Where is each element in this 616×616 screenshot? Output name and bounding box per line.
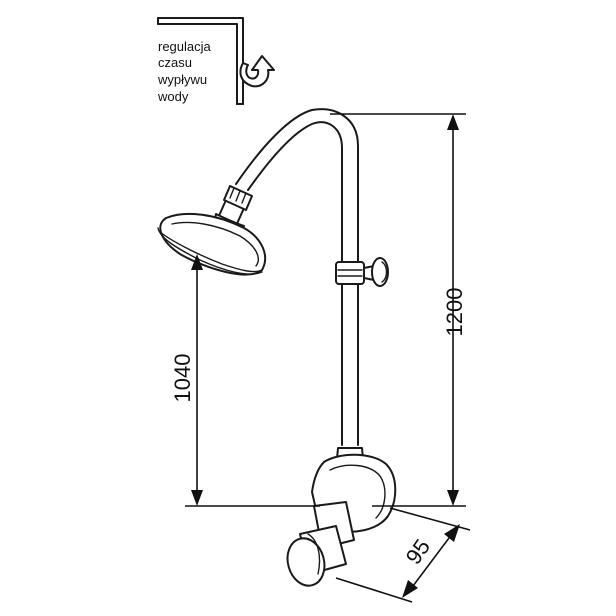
shower-head [157, 185, 267, 276]
caption-line-4: wody [157, 89, 189, 104]
rotate-arrow-icon [239, 55, 275, 88]
valve-body [286, 447, 397, 587]
caption-line-2: czasu [158, 55, 192, 70]
riser-pipe [341, 284, 359, 446]
caption: regulacja czasu wypływu wody [157, 39, 212, 104]
wall-bracket [335, 257, 389, 287]
caption-line-1: regulacja [158, 39, 212, 54]
dimension-head-height-label: 1040 [170, 354, 195, 403]
gooseneck-arm [235, 108, 359, 263]
dimension-total-height-label: 1200 [442, 288, 467, 337]
caption-line-3: wypływu [157, 72, 207, 87]
dimension-total-height: 1200 [330, 113, 467, 507]
dimension-head-height: 1040 [170, 254, 320, 507]
